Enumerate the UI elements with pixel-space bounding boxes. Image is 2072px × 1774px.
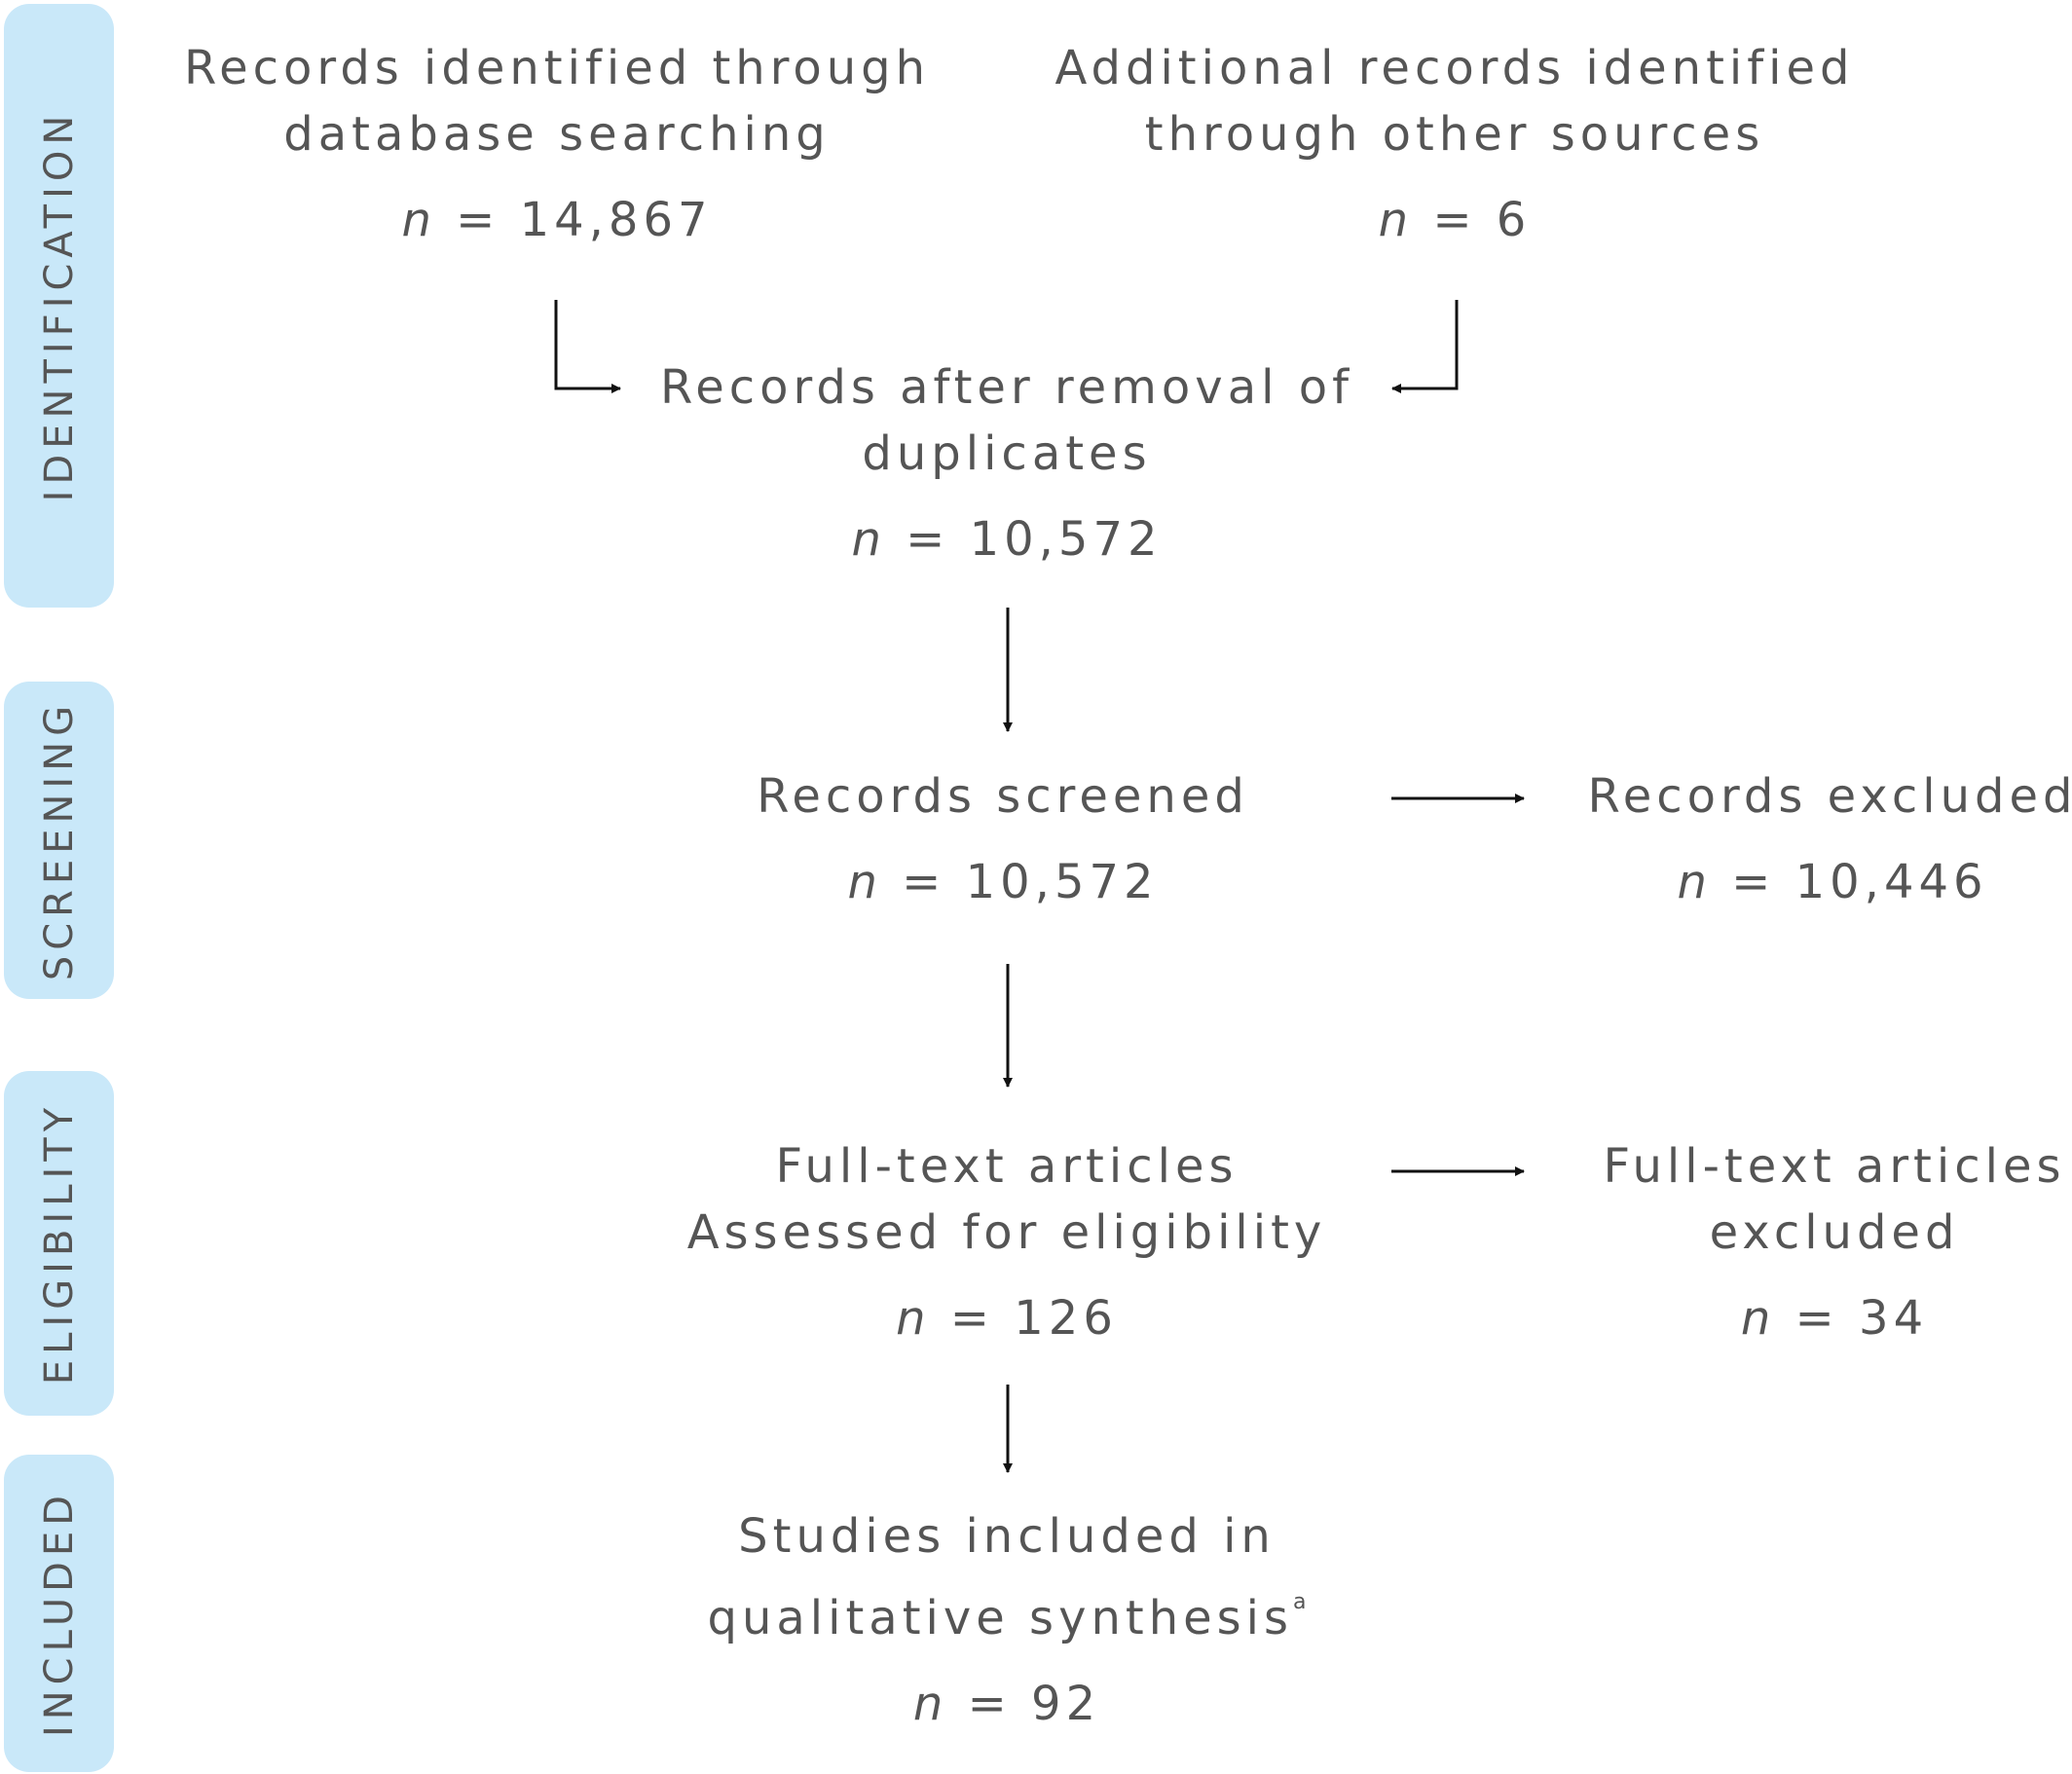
node-other-sources-line1: Additional records identified [1054, 41, 1855, 95]
n-variable: n [847, 855, 882, 909]
node-fulltext-excluded-line1: Full-text articles [1603, 1139, 2066, 1194]
node-screened-text: Records screened [757, 763, 1249, 830]
node-other-sources-count: n = 6 [1055, 187, 1855, 253]
n-variable: n [1677, 855, 1712, 909]
node-fulltext-excluded-text: Full-text articles excluded [1604, 1133, 2066, 1266]
n-variable: n [401, 193, 436, 247]
node-included-studies-line1: Studies included in [738, 1509, 1276, 1564]
n-variable: n [1740, 1291, 1776, 1346]
phase-identification: IDENTIFICATION [4, 4, 114, 608]
phase-screening: SCREENING [4, 682, 114, 999]
node-included-studies: Studies included in qualitative synthesi… [707, 1503, 1306, 1737]
node-fulltext-assessed-line1: Full-text articles [775, 1139, 1239, 1194]
node-database-records-text: Records identified through database sear… [184, 35, 930, 167]
node-screened-line1: Records screened [757, 769, 1249, 824]
node-fulltext-assessed-count: n = 126 [687, 1285, 1327, 1351]
count-value: = 14,867 [435, 193, 713, 247]
node-excluded-text: Records excluded [1588, 763, 2072, 830]
node-database-records-line2: database searching [283, 107, 831, 162]
node-screened: Records screened n = 10,572 [757, 763, 1249, 915]
node-excluded-line1: Records excluded [1587, 769, 2072, 824]
node-included-studies-line2: qualitative synthesis [707, 1591, 1294, 1645]
node-fulltext-excluded-count: n = 34 [1604, 1285, 2066, 1351]
node-other-sources: Additional records identified through ot… [1055, 35, 1855, 253]
node-fulltext-assessed: Full-text articles Assessed for eligibil… [687, 1133, 1327, 1351]
phase-included: INCLUDED [4, 1455, 114, 1772]
node-after-duplicates-text: Records after removal of duplicates [660, 354, 1353, 487]
phase-eligibility: ELIGIBILITY [4, 1071, 114, 1416]
node-included-studies-line2-wrap: qualitative synthesisa [707, 1570, 1306, 1651]
node-after-duplicates: Records after removal of duplicates n = … [660, 354, 1353, 573]
count-value: = 92 [947, 1677, 1101, 1731]
node-screened-count: n = 10,572 [757, 849, 1249, 915]
count-value: = 126 [930, 1291, 1118, 1346]
node-other-sources-line2: through other sources [1144, 107, 1765, 162]
count-value: = 10,446 [1711, 855, 1988, 909]
footnote-marker: a [1293, 1590, 1307, 1614]
node-other-sources-text: Additional records identified through ot… [1055, 35, 1855, 167]
n-variable: n [896, 1291, 931, 1346]
node-fulltext-assessed-text: Full-text articles Assessed for eligibil… [687, 1133, 1327, 1266]
node-after-duplicates-line2: duplicates [862, 426, 1152, 481]
node-excluded-count: n = 10,446 [1588, 849, 2072, 915]
count-value: = 34 [1775, 1291, 1929, 1346]
node-after-duplicates-count: n = 10,572 [660, 506, 1353, 573]
node-excluded: Records excluded n = 10,446 [1588, 763, 2072, 915]
connector-database-to-deduplicated [554, 300, 621, 393]
n-variable: n [1378, 193, 1414, 247]
count-value: = 10,572 [885, 512, 1163, 567]
node-included-studies-text: Studies included in qualitative synthesi… [707, 1503, 1306, 1651]
n-variable: n [851, 512, 886, 567]
connector-other-to-deduplicated [1391, 300, 1459, 393]
node-included-studies-count: n = 92 [707, 1671, 1306, 1737]
node-database-records-count: n = 14,867 [184, 187, 930, 253]
count-value: = 10,572 [881, 855, 1159, 909]
node-fulltext-assessed-line2: Assessed for eligibility [686, 1205, 1327, 1260]
count-value: = 6 [1413, 193, 1532, 247]
node-database-records-line1: Records identified through [183, 41, 931, 95]
node-fulltext-excluded: Full-text articles excluded n = 34 [1604, 1133, 2066, 1351]
node-fulltext-excluded-line2: excluded [1709, 1205, 1960, 1260]
n-variable: n [912, 1677, 948, 1731]
node-database-records: Records identified through database sear… [184, 35, 930, 253]
node-after-duplicates-line1: Records after removal of [660, 360, 1353, 415]
